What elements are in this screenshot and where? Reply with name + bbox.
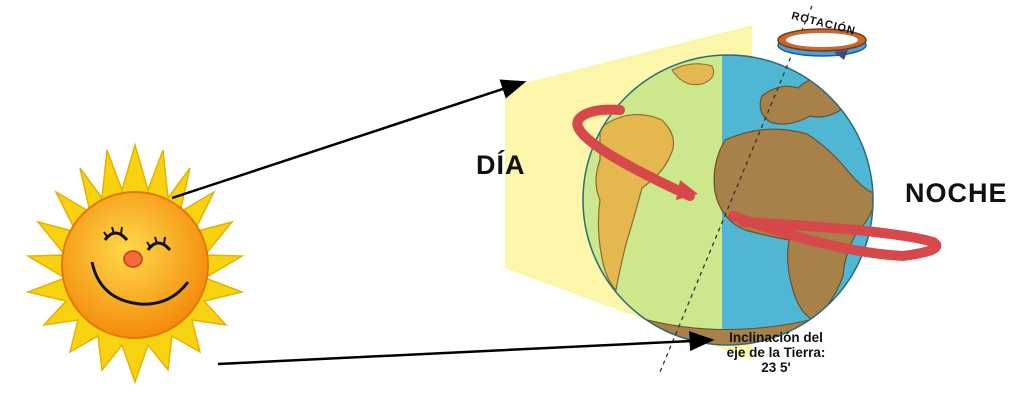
rotation-arrow-head (676, 180, 698, 200)
arrow-to-axis-tilt (217, 331, 715, 366)
rotation-band-back (572, 104, 695, 201)
greenland-land (671, 63, 715, 86)
day-label: DÍA (476, 150, 526, 180)
rotation-band-front (728, 211, 942, 262)
axis-tilt-label: Inclinación del eje de la Tierra: 23 5' (712, 330, 840, 375)
sun-smile (90, 261, 190, 306)
sun-right-eye (146, 241, 172, 252)
sun-nose (123, 250, 143, 268)
night-label: NOCHE (905, 178, 1008, 208)
arrow-to-day-plane (171, 79, 527, 200)
sun-illustration (25, 142, 245, 385)
earth-axis (659, 5, 813, 373)
sun-lashes (103, 226, 166, 249)
axis-tilt-line-2: eje de la Tierra: (726, 345, 826, 360)
sun-left-eye (103, 231, 129, 242)
axis-tilt-line-3: 23 5' (761, 360, 791, 375)
axis-tilt-line-1: Inclinación del (729, 330, 823, 345)
rotation-symbol (777, 28, 867, 60)
